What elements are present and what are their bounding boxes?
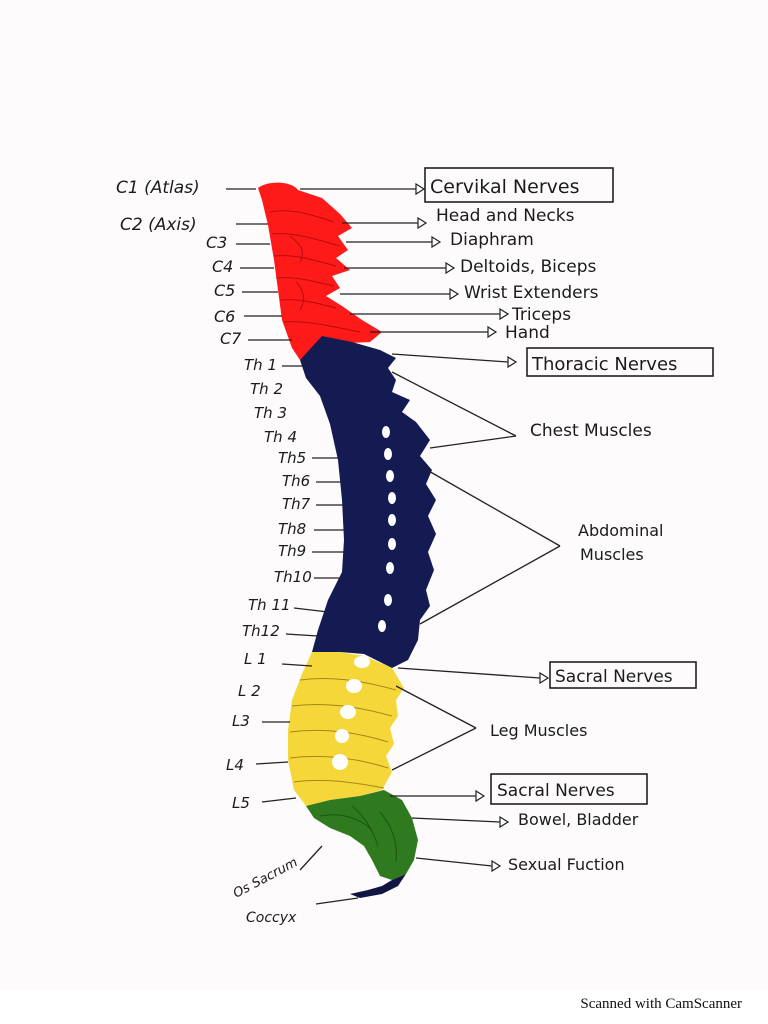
target-abdominal-line2: Muscles xyxy=(580,545,644,564)
label-l3: L3 xyxy=(232,712,250,730)
label-l1: L 1 xyxy=(244,650,267,668)
target-hand: Hand xyxy=(505,323,550,343)
thoracic-foramina xyxy=(378,426,396,632)
target-sacral-nerves-lower: Sacral Nerves xyxy=(497,781,615,801)
label-c5: C5 xyxy=(214,281,235,300)
target-bowel-bladder: Bowel, Bladder xyxy=(518,810,639,829)
label-c6: C6 xyxy=(214,307,235,326)
label-th7: Th7 xyxy=(282,495,311,513)
cervical-outlines xyxy=(269,210,361,333)
target-sacral-nerves-upper: Sacral Nerves xyxy=(555,667,673,687)
sacrum-segment xyxy=(306,790,418,880)
label-c2: C2 (Axis) xyxy=(120,215,197,235)
box-sacral-nerves-lower xyxy=(490,773,648,805)
label-th4: Th 4 xyxy=(264,428,297,446)
target-head-and-necks: Head and Necks xyxy=(436,206,575,226)
label-sacrum: Os Sacrum xyxy=(231,855,301,901)
label-c4: C4 xyxy=(212,257,233,276)
label-th3: Th 3 xyxy=(254,404,287,422)
target-wrist-extenders: Wrist Extenders xyxy=(464,283,599,303)
target-diaphram: Diaphram xyxy=(450,230,534,250)
thoracic-segment xyxy=(300,336,436,668)
target-chest-muscles: Chest Muscles xyxy=(530,421,652,441)
sacrum-outlines xyxy=(319,805,397,863)
label-th5: Th5 xyxy=(278,449,306,467)
label-th11: Th 11 xyxy=(248,596,291,614)
box-sacral-nerves-upper xyxy=(549,661,697,689)
target-cervikal-nerves: Cervikal Nerves xyxy=(430,176,579,198)
spine-illustration xyxy=(258,182,436,898)
nerve-targets: Cervikal Nerves Head and Necks Diaphram … xyxy=(300,167,714,874)
label-th1: Th 1 xyxy=(244,356,277,374)
target-sexual-function: Sexual Fuction xyxy=(508,855,625,874)
label-c3: C3 xyxy=(206,233,227,252)
lumbar-segment xyxy=(288,652,404,806)
box-cervikal-nerves xyxy=(424,167,614,203)
label-coccyx: Coccyx xyxy=(246,910,297,926)
scan-footer xyxy=(0,990,768,1024)
target-deltoids-biceps: Deltoids, Biceps xyxy=(460,257,597,277)
coccyx-segment xyxy=(350,874,406,898)
label-c1: C1 (Atlas) xyxy=(116,178,200,198)
label-th12: Th12 xyxy=(242,622,280,640)
target-abdominal-line1: Abdominal xyxy=(578,521,663,540)
lumbar-foramina xyxy=(332,656,370,770)
label-l4: L4 xyxy=(226,756,244,774)
label-l5: L5 xyxy=(232,794,250,812)
target-thoracic-nerves: Thoracic Nerves xyxy=(531,354,677,375)
label-l2: L 2 xyxy=(238,682,261,700)
label-th9: Th9 xyxy=(278,542,306,560)
label-th8: Th8 xyxy=(278,520,306,538)
label-th6: Th6 xyxy=(282,472,310,490)
label-c7: C7 xyxy=(220,329,242,348)
box-thoracic-nerves xyxy=(526,347,714,377)
spine-diagram: C1 (Atlas) C2 (Axis) C3 C4 C5 C6 C7 Th 1… xyxy=(116,167,714,926)
cervical-segment xyxy=(258,182,382,360)
scanner-watermark: Scanned with CamScanner xyxy=(580,996,742,1012)
target-triceps: Triceps xyxy=(511,305,571,325)
label-th10: Th10 xyxy=(274,568,312,586)
target-leg-muscles: Leg Muscles xyxy=(490,721,587,740)
label-th2: Th 2 xyxy=(250,380,283,398)
